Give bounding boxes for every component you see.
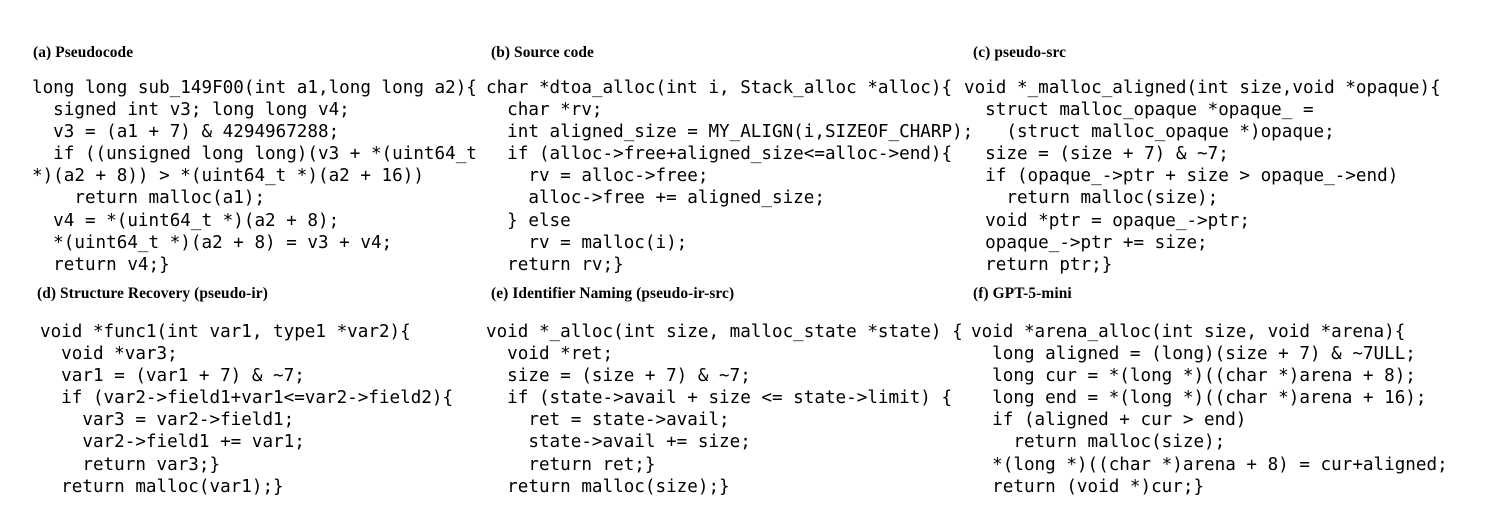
panel-b-title: (b) Source code <box>491 44 594 61</box>
panel-c-code: void *_malloc_aligned(int size,void *opa… <box>964 78 1441 275</box>
panel-c-title: (c) pseudo-src <box>973 44 1067 61</box>
panel-f-code: void *arena_alloc(int size, void *arena)… <box>971 322 1448 497</box>
panel-c-pseudo-src: (c) pseudo-src void *_malloc_aligned(int… <box>964 44 1493 285</box>
panel-e-title: (e) Identifier Naming (pseudo-ir-src) <box>491 285 735 302</box>
panel-a-title: (a) Pseudocode <box>33 44 134 61</box>
panel-f-title: (f) GPT-5-mini <box>973 285 1072 302</box>
panel-b-source-code: (b) Source code char *dtoa_alloc(int i, … <box>477 44 974 285</box>
panel-b-code: char *dtoa_alloc(int i, Stack_alloc *all… <box>486 78 974 275</box>
panel-d-structure-recovery: (d) Structure Recovery (pseudo-ir) void … <box>33 285 477 515</box>
panel-d-title: (d) Structure Recovery (pseudo-ir) <box>37 285 268 302</box>
panel-a-pseudocode: (a) Pseudocode long long sub_149F00(int … <box>32 44 477 285</box>
panel-f-gpt-5-mini: (f) GPT-5-mini void *arena_alloc(int siz… <box>964 285 1493 515</box>
panel-e-identifier-naming: (e) Identifier Naming (pseudo-ir-src) vo… <box>477 285 964 515</box>
panel-e-code: void *_alloc(int size, malloc_state *sta… <box>486 322 963 497</box>
panel-a-code: long long sub_149F00(int a1,long long a2… <box>32 78 477 275</box>
panel-d-code: void *func1(int var1, type1 *var2){ void… <box>40 322 454 497</box>
